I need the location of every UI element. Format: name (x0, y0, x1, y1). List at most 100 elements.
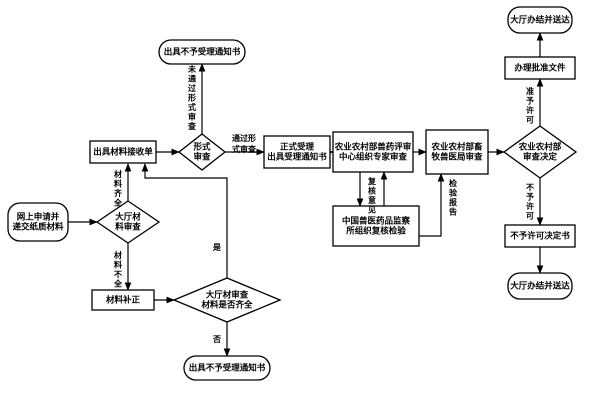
node-text: 办理批准文件 (514, 63, 566, 74)
node-text: 牧兽医局审查 (431, 152, 483, 163)
node-done-top: 大厅办结并送达 (507, 6, 573, 34)
node-text: 递交纸质材料 (12, 222, 64, 233)
node-text: 大厅材 (115, 212, 141, 223)
edge-label-text: 料 (114, 179, 122, 189)
node-text: 中国兽医药品监察 (342, 216, 411, 227)
edge-label-text: 可 (526, 211, 534, 221)
node-text: 料审查 (115, 222, 141, 233)
edge-label-text: 不 (114, 269, 122, 279)
node-shape (507, 6, 573, 34)
edge-label-no: 否 (212, 334, 221, 344)
node-text: 出具不予受理通知书 (164, 47, 241, 58)
edge-label-text: 复 (367, 176, 377, 186)
edge-label-text: 验 (449, 188, 458, 198)
node-shape (263, 135, 331, 169)
edge-label-text: 审 (188, 112, 196, 122)
edge-label-text: 予 (526, 96, 534, 106)
node-shape (504, 56, 576, 80)
node-done-bottom: 大厅办结并送达 (507, 272, 573, 300)
edge-label-text: 是 (212, 242, 221, 252)
node-approve-doc: 办理批准文件 (504, 56, 576, 80)
edge-label-text: 不 (526, 182, 534, 192)
edge-label-text: 材 (114, 250, 122, 260)
node-shape (425, 129, 489, 175)
edge-label-text: 核 (368, 186, 376, 196)
edge-label-text: 式 (188, 102, 196, 112)
edge-label-text: 齐 (113, 188, 123, 198)
node-text: 材料补正 (105, 295, 141, 306)
node-text: 正式受理 (280, 142, 315, 153)
edge-label-text: 告 (449, 207, 457, 217)
edge-label-text: 通过形 (232, 133, 256, 143)
node-text: 所组织复核检验 (345, 226, 406, 237)
edge-label-text: 报 (449, 197, 457, 207)
node-text: 农业农村部兽药评审 (334, 142, 412, 153)
node-shape (177, 133, 227, 171)
node-supplement: 材料补正 (91, 289, 155, 311)
node-receipt: 出具材料接收单 (89, 140, 157, 164)
node-text: 中心组织专家审查 (339, 152, 408, 163)
edge-label-text: 未 (187, 64, 196, 74)
edge-label-text: 准 (526, 86, 534, 96)
edge-label-text: 全 (113, 279, 123, 289)
node-shape (7, 202, 69, 242)
edge-label-text: 否 (212, 334, 221, 344)
edge-lab-to-bureau (419, 173, 445, 237)
node-text: 大厅材审查 (206, 290, 249, 301)
node-text: 大厅办结并送达 (510, 15, 570, 26)
edge-label-text: 见 (368, 205, 376, 215)
node-text: 审查 (193, 152, 211, 163)
edge-label-text: 通 (188, 74, 196, 84)
node-shape (502, 125, 578, 179)
node-shape (183, 355, 271, 381)
edge-label-text: 予 (526, 192, 534, 202)
node-text: 出具受理通知书 (267, 152, 327, 163)
node-shape (332, 131, 414, 173)
node-text: 材料是否齐全 (200, 300, 253, 311)
node-shape (158, 39, 246, 65)
node-text: 审查决定 (523, 152, 558, 163)
node-text: 大厅办结并送达 (510, 281, 570, 292)
edge-label-text: 式审查 (232, 144, 257, 154)
node-shape (172, 277, 282, 323)
node-text: 农业农村部 (518, 142, 562, 153)
edge-label-text: 许 (526, 201, 534, 211)
node-text: 农业农村部畜 (430, 142, 483, 153)
edge-label-text: 查 (188, 121, 197, 131)
node-text: 出具材料接收单 (93, 147, 153, 158)
edge-complete-yes-to-receipt (141, 163, 228, 278)
node-shape (89, 140, 157, 164)
node-text: 出具不予受理通知书 (189, 363, 266, 374)
edge-label-not-permit: 不予许可 (526, 182, 534, 221)
node-shape (504, 224, 576, 248)
edge-label-text: 许 (526, 105, 534, 115)
edge-label-text: 检 (449, 178, 457, 188)
node-shape (507, 272, 573, 300)
edge-label-text: 材 (114, 169, 122, 179)
edge-label-text: 形 (188, 93, 196, 103)
node-shape (91, 289, 155, 311)
node-shape (332, 205, 420, 247)
node-text: 形式 (193, 142, 211, 153)
node-text: 不予许可决定书 (510, 231, 570, 242)
node-reject-top: 出具不予受理通知书 (158, 39, 246, 65)
node-deny-doc: 不予许可决定书 (504, 224, 576, 248)
edge-label-text: 可 (526, 115, 534, 125)
edge-label-text: 过 (188, 83, 196, 93)
node-text: 网上申请并 (17, 212, 60, 223)
